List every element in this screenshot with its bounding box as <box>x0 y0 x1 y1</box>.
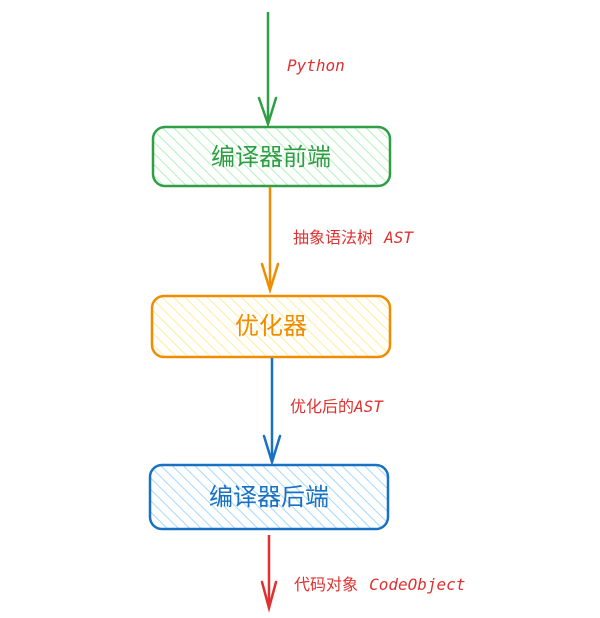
arrow-ast <box>260 187 280 295</box>
arrow-python-input <box>257 12 278 129</box>
edge-label-python: Python <box>287 56 345 75</box>
node-label: 编译器后端 <box>209 483 329 511</box>
node-compiler-backend: 编译器后端 <box>148 463 390 531</box>
edge-label-optimized-ast: 优化后的AST <box>290 397 384 416</box>
node-compiler-frontend: 编译器前端 <box>151 125 392 188</box>
node-label: 优化器 <box>235 312 307 340</box>
node-label: 编译器前端 <box>211 143 331 171</box>
arrow-code-object <box>260 535 278 613</box>
node-optimizer: 优化器 <box>150 294 392 359</box>
edge-label-ast: 抽象语法树 AST <box>293 228 414 247</box>
arrow-optimized-ast <box>262 358 282 467</box>
edge-label-code-object: 代码对象 CodeObject <box>294 575 465 594</box>
